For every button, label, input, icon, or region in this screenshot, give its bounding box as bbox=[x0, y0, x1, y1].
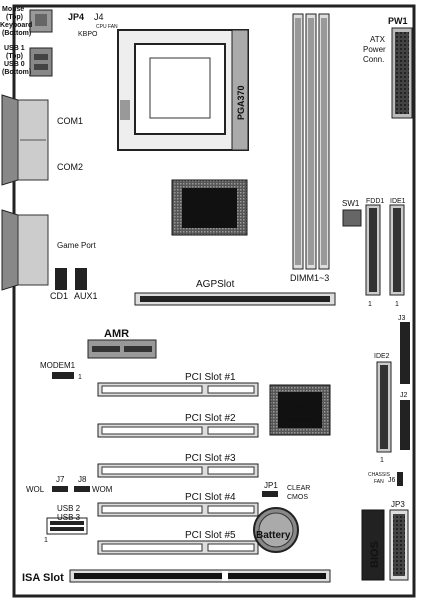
bios-chip bbox=[361, 509, 385, 581]
amr-label: AMR bbox=[104, 328, 129, 340]
usb1-top-label: (Top) bbox=[6, 53, 23, 60]
sw1-switch[interactable] bbox=[342, 209, 362, 227]
mouse-label: Mouse bbox=[2, 6, 24, 13]
modem1-label: MODEM1 bbox=[40, 361, 76, 370]
jp4-label: JP4 bbox=[68, 12, 84, 22]
atx-conn-label: Conn. bbox=[363, 55, 384, 64]
mouse-top-label: (Top) bbox=[6, 14, 23, 21]
pci3-label: PCI Slot #3 bbox=[185, 453, 236, 464]
modem1-pin1-label: 1 bbox=[78, 374, 82, 381]
j3-label: J3 bbox=[398, 315, 406, 322]
sw1-label: SW1 bbox=[342, 199, 360, 208]
com-ports bbox=[1, 94, 49, 186]
clear-label: CLEAR bbox=[287, 485, 310, 492]
amr-slot bbox=[87, 339, 157, 359]
usb-header bbox=[46, 517, 88, 535]
com1-label: COM1 bbox=[57, 116, 83, 126]
battery-label: Battery bbox=[256, 530, 291, 541]
ide1-label: IDE1 bbox=[390, 198, 406, 205]
usb-pin1-label: 1 bbox=[44, 537, 48, 544]
cmos-label: CMOS bbox=[287, 494, 308, 501]
pw1-label: PW1 bbox=[388, 16, 408, 26]
keyboard-bottom-label: (Bottom) bbox=[2, 30, 31, 37]
ide2-connector bbox=[376, 361, 392, 453]
j4-label: J4 bbox=[94, 12, 104, 22]
agp-slot bbox=[134, 292, 336, 306]
usb2-label: USB 2 bbox=[57, 504, 81, 513]
south-bridge-chip bbox=[269, 384, 331, 436]
game-port-label: Game Port bbox=[57, 241, 96, 250]
ide2-label: IDE2 bbox=[374, 353, 390, 360]
j3-header bbox=[400, 322, 410, 384]
dimm-label: DIMM1~3 bbox=[290, 273, 329, 283]
north-bridge-chip bbox=[171, 179, 248, 236]
via-south-label: VIA bbox=[289, 404, 306, 415]
isa-slot bbox=[69, 569, 331, 583]
pci1-label: PCI Slot #1 bbox=[185, 372, 236, 383]
modem1-header bbox=[52, 372, 74, 379]
ide1-connector bbox=[389, 204, 405, 296]
via-south-model-label: VT82C686A bbox=[280, 418, 314, 424]
jp3-header bbox=[389, 509, 409, 581]
jp1-jumper[interactable] bbox=[262, 491, 278, 497]
usb3-label: USB 3 bbox=[57, 513, 81, 522]
dimm-slots bbox=[292, 13, 330, 270]
cd1-label: CD1 bbox=[50, 291, 68, 301]
chassis-fan-label: FAN bbox=[374, 479, 384, 485]
via-north-model-label: VT82C694X bbox=[185, 219, 223, 226]
j2-label: J2 bbox=[400, 392, 408, 399]
j8-header bbox=[74, 486, 90, 492]
jp1-label: JP1 bbox=[264, 481, 278, 490]
game-port bbox=[1, 209, 49, 291]
aux1-label: AUX1 bbox=[74, 291, 98, 301]
atx-power-connector bbox=[391, 27, 413, 119]
pci4-label: PCI Slot #4 bbox=[185, 492, 236, 503]
kbpo-label: KBPO bbox=[78, 31, 98, 38]
fdd1-connector bbox=[365, 204, 381, 296]
j6-header bbox=[397, 472, 403, 486]
ide1-pin1-label: 1 bbox=[395, 301, 399, 308]
cd1-header bbox=[55, 268, 67, 290]
usb0-label: USB 0 bbox=[4, 61, 25, 68]
j6-label: J6 bbox=[388, 477, 396, 484]
fdd1-pin1-label: 1 bbox=[368, 301, 372, 308]
jp3-label: JP3 bbox=[391, 500, 405, 509]
j7-header bbox=[52, 486, 68, 492]
wom-label: WOM bbox=[92, 485, 113, 494]
pci5-label: PCI Slot #5 bbox=[185, 530, 236, 541]
usb1-label: USB 1 bbox=[4, 45, 25, 52]
bios-label: BIOS bbox=[369, 541, 381, 568]
ide2-pin1-label: 1 bbox=[380, 457, 384, 464]
ps2-ports bbox=[29, 9, 53, 33]
pci-slots bbox=[97, 382, 259, 555]
agp-label: AGPSlot bbox=[196, 279, 235, 290]
keyboard-label: Keyboard bbox=[0, 22, 32, 29]
cpu-socket bbox=[117, 29, 249, 151]
isa-label: ISA Slot bbox=[22, 572, 64, 584]
atx-label: ATX bbox=[370, 35, 386, 44]
via-north-label: VIA bbox=[196, 200, 218, 215]
aux1-header bbox=[75, 268, 87, 290]
pga370-label: PGA370 bbox=[236, 85, 246, 120]
cpu-fan-label: CPU FAN bbox=[96, 24, 118, 30]
j7-label: J7 bbox=[56, 475, 65, 484]
fdd1-label: FDD1 bbox=[366, 198, 384, 205]
com2-label: COM2 bbox=[57, 162, 83, 172]
pci2-label: PCI Slot #2 bbox=[185, 413, 236, 424]
chassis-label: CHASSIS bbox=[368, 472, 391, 478]
j8-label: J8 bbox=[78, 475, 87, 484]
usb-ports bbox=[29, 47, 53, 77]
atx-power-label: Power bbox=[363, 45, 386, 54]
wol-label: WOL bbox=[26, 485, 45, 494]
j2-header bbox=[400, 400, 410, 450]
battery bbox=[253, 507, 299, 553]
usb0-bottom-label: (Bottom) bbox=[2, 69, 31, 76]
